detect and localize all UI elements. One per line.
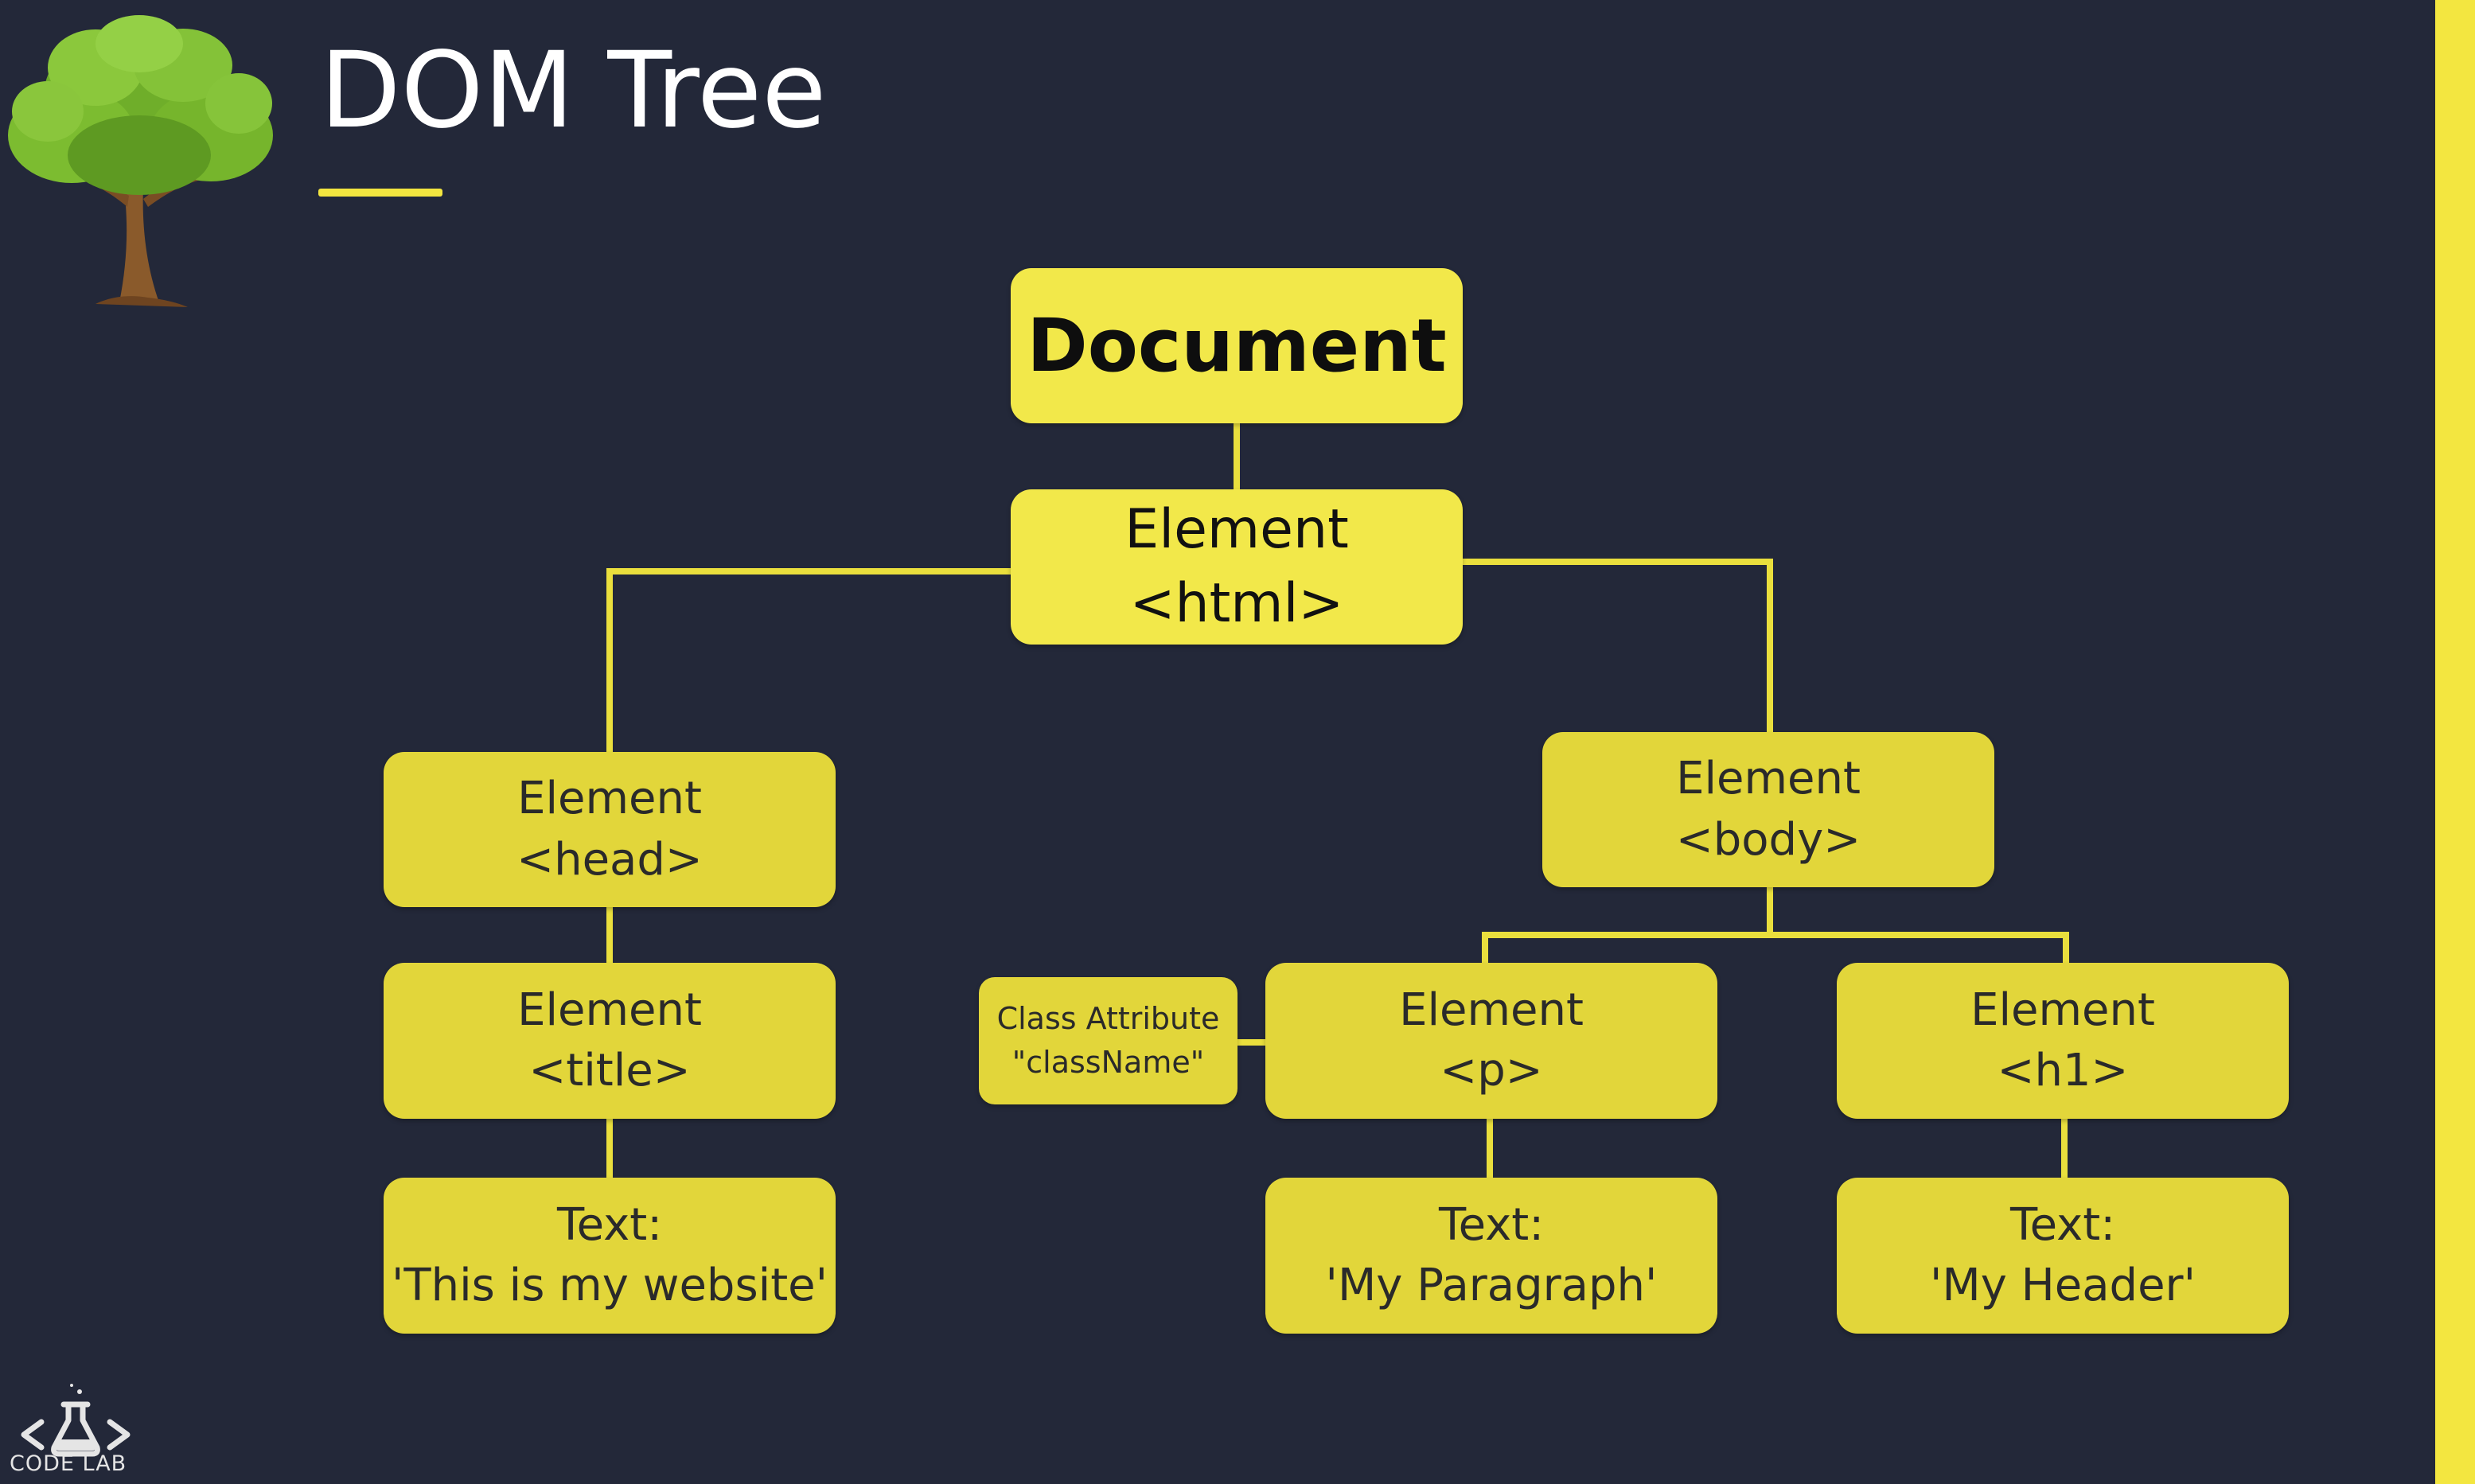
node-body-line2: <body> xyxy=(1675,813,1861,866)
node-html-line1: Element xyxy=(1124,498,1349,562)
node-p-line1: Element xyxy=(1399,983,1584,1036)
node-title-line2: <title> xyxy=(528,1045,691,1096)
node-element-body: Element <body> xyxy=(1542,732,1994,887)
node-head-line2: <head> xyxy=(516,833,703,886)
node-document-label: Document xyxy=(1027,302,1447,388)
connector-html-head xyxy=(606,568,1014,755)
node-text-paragraph: Text: 'My Paragraph' xyxy=(1265,1178,1717,1334)
connector-body-children xyxy=(1482,932,2069,966)
node-element-h1: Element <h1> xyxy=(1837,963,2289,1119)
node-document: Document xyxy=(1011,268,1463,423)
node-h1-line2: <h1> xyxy=(1997,1045,2129,1096)
node-text-header: Text: 'My Header' xyxy=(1837,1178,2289,1334)
right-accent-bar xyxy=(2435,0,2475,1484)
connector-html-body xyxy=(1460,559,1773,735)
node-text-p-line2: 'My Paragraph' xyxy=(1325,1260,1658,1311)
node-element-p: Element <p> xyxy=(1265,963,1717,1119)
node-text-title-line1: Text: xyxy=(556,1198,663,1251)
node-text-title-line2: 'This is my website' xyxy=(392,1260,828,1311)
node-head-line1: Element xyxy=(517,773,702,825)
node-html-line2: <html> xyxy=(1129,571,1344,635)
node-title-line1: Element xyxy=(517,983,702,1036)
flask-code-icon xyxy=(21,1384,131,1457)
node-element-html: Element <html> xyxy=(1011,489,1463,645)
node-element-title: Element <title> xyxy=(384,963,836,1119)
node-text-title: Text: 'This is my website' xyxy=(384,1178,836,1334)
node-class-line1: Class Attribute xyxy=(996,1000,1220,1036)
node-body-line1: Element xyxy=(1676,753,1861,805)
node-class-attribute: Class Attribute "className" xyxy=(979,977,1238,1104)
node-element-head: Element <head> xyxy=(384,752,836,907)
node-text-p-line1: Text: xyxy=(1438,1198,1545,1251)
node-class-line2: "className" xyxy=(1011,1045,1205,1080)
title-underline xyxy=(318,189,442,197)
node-p-line2: <p> xyxy=(1440,1045,1543,1096)
node-h1-line1: Element xyxy=(1970,983,2155,1036)
tree-icon xyxy=(8,15,273,307)
logo-text: CODE LAB xyxy=(10,1451,127,1476)
page-title: DOM Tree xyxy=(320,29,827,152)
node-text-h1-line2: 'My Header' xyxy=(1930,1260,2196,1311)
node-text-h1-line1: Text: xyxy=(2009,1198,2116,1251)
